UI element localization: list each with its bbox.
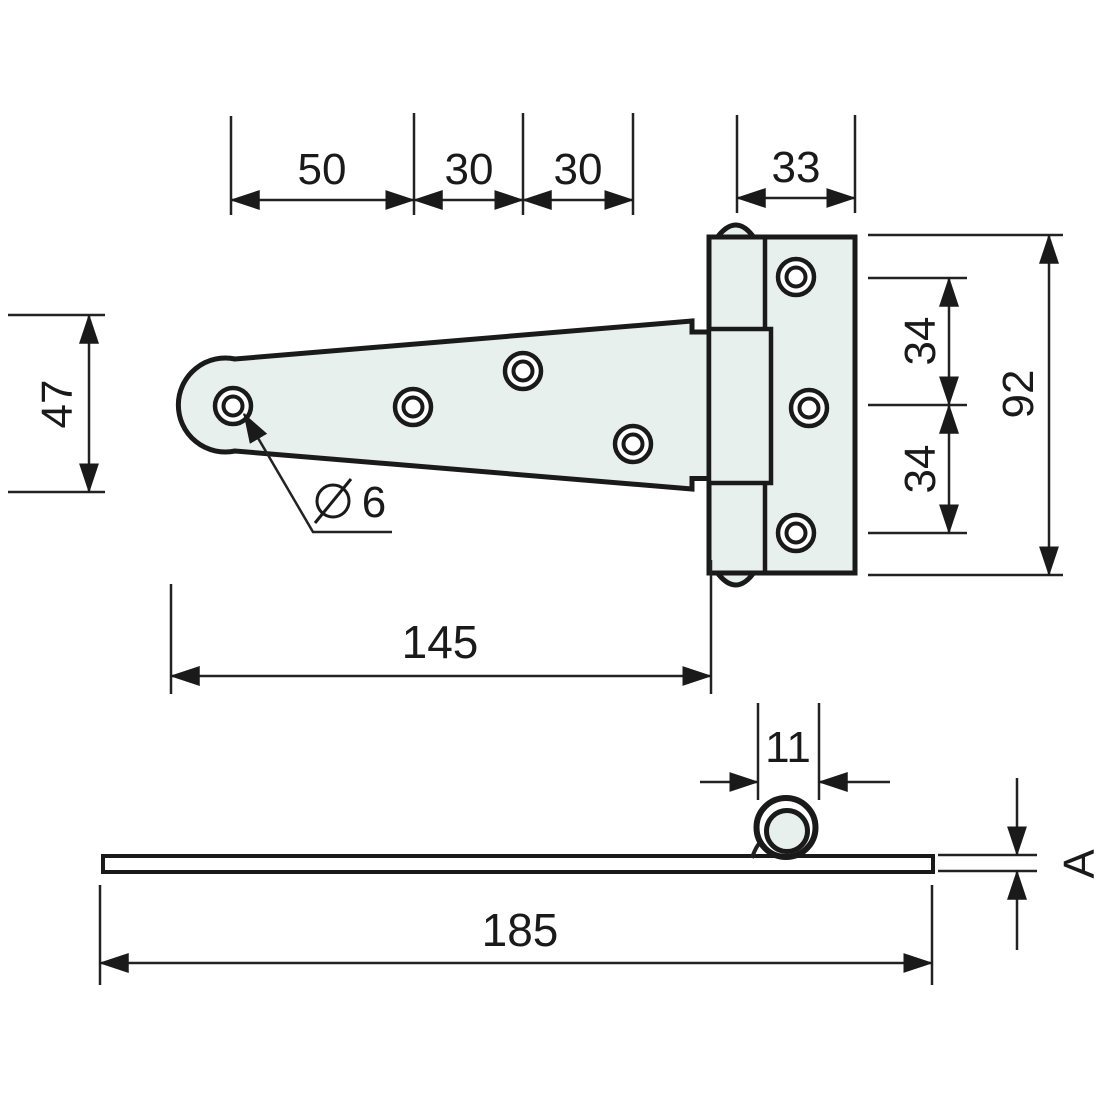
hinge-pin	[764, 808, 810, 854]
leaf-holes	[775, 256, 830, 554]
dim-30-a: 30	[445, 145, 494, 194]
dim-leaf-hole-spacings: 34 34	[868, 276, 967, 535]
dim-leaf-width: 33	[735, 115, 857, 213]
dim-leaf-height: 92	[868, 233, 1063, 577]
side-view: 11 A 185	[98, 703, 1100, 985]
dim-145: 145	[402, 616, 479, 668]
dim-34-lower: 34	[896, 445, 945, 494]
knuckle-profile	[750, 795, 819, 860]
dim-hole-spacings: 50 30 30	[229, 113, 635, 215]
strap-leaf	[175, 318, 713, 492]
dim-strap-length: 145	[169, 560, 713, 694]
dim-overall-length: 185	[98, 885, 934, 985]
dim-30-b: 30	[554, 145, 603, 194]
dim-A: A	[1055, 849, 1100, 879]
dim-thickness: A	[938, 778, 1100, 950]
dim-33: 33	[772, 143, 821, 192]
strap-holes	[212, 350, 654, 465]
dim-185: 185	[482, 904, 559, 956]
dim-34-upper: 34	[896, 317, 945, 366]
top-view: 6 50 30 30 33 47	[8, 113, 1063, 694]
dim-knuckle-width: 11	[700, 703, 890, 800]
hole-diameter-value: 6	[362, 478, 386, 527]
strap-barrel	[706, 326, 774, 486]
dim-47: 47	[33, 380, 82, 429]
dim-11: 11	[765, 723, 811, 772]
dim-strap-tip-height: 47	[8, 313, 105, 494]
diameter-symbol-icon	[313, 478, 353, 524]
plate-profile	[101, 854, 935, 874]
hole-diameter-callout: 6	[242, 412, 392, 534]
dim-50: 50	[298, 145, 347, 194]
dim-92: 92	[994, 370, 1043, 419]
